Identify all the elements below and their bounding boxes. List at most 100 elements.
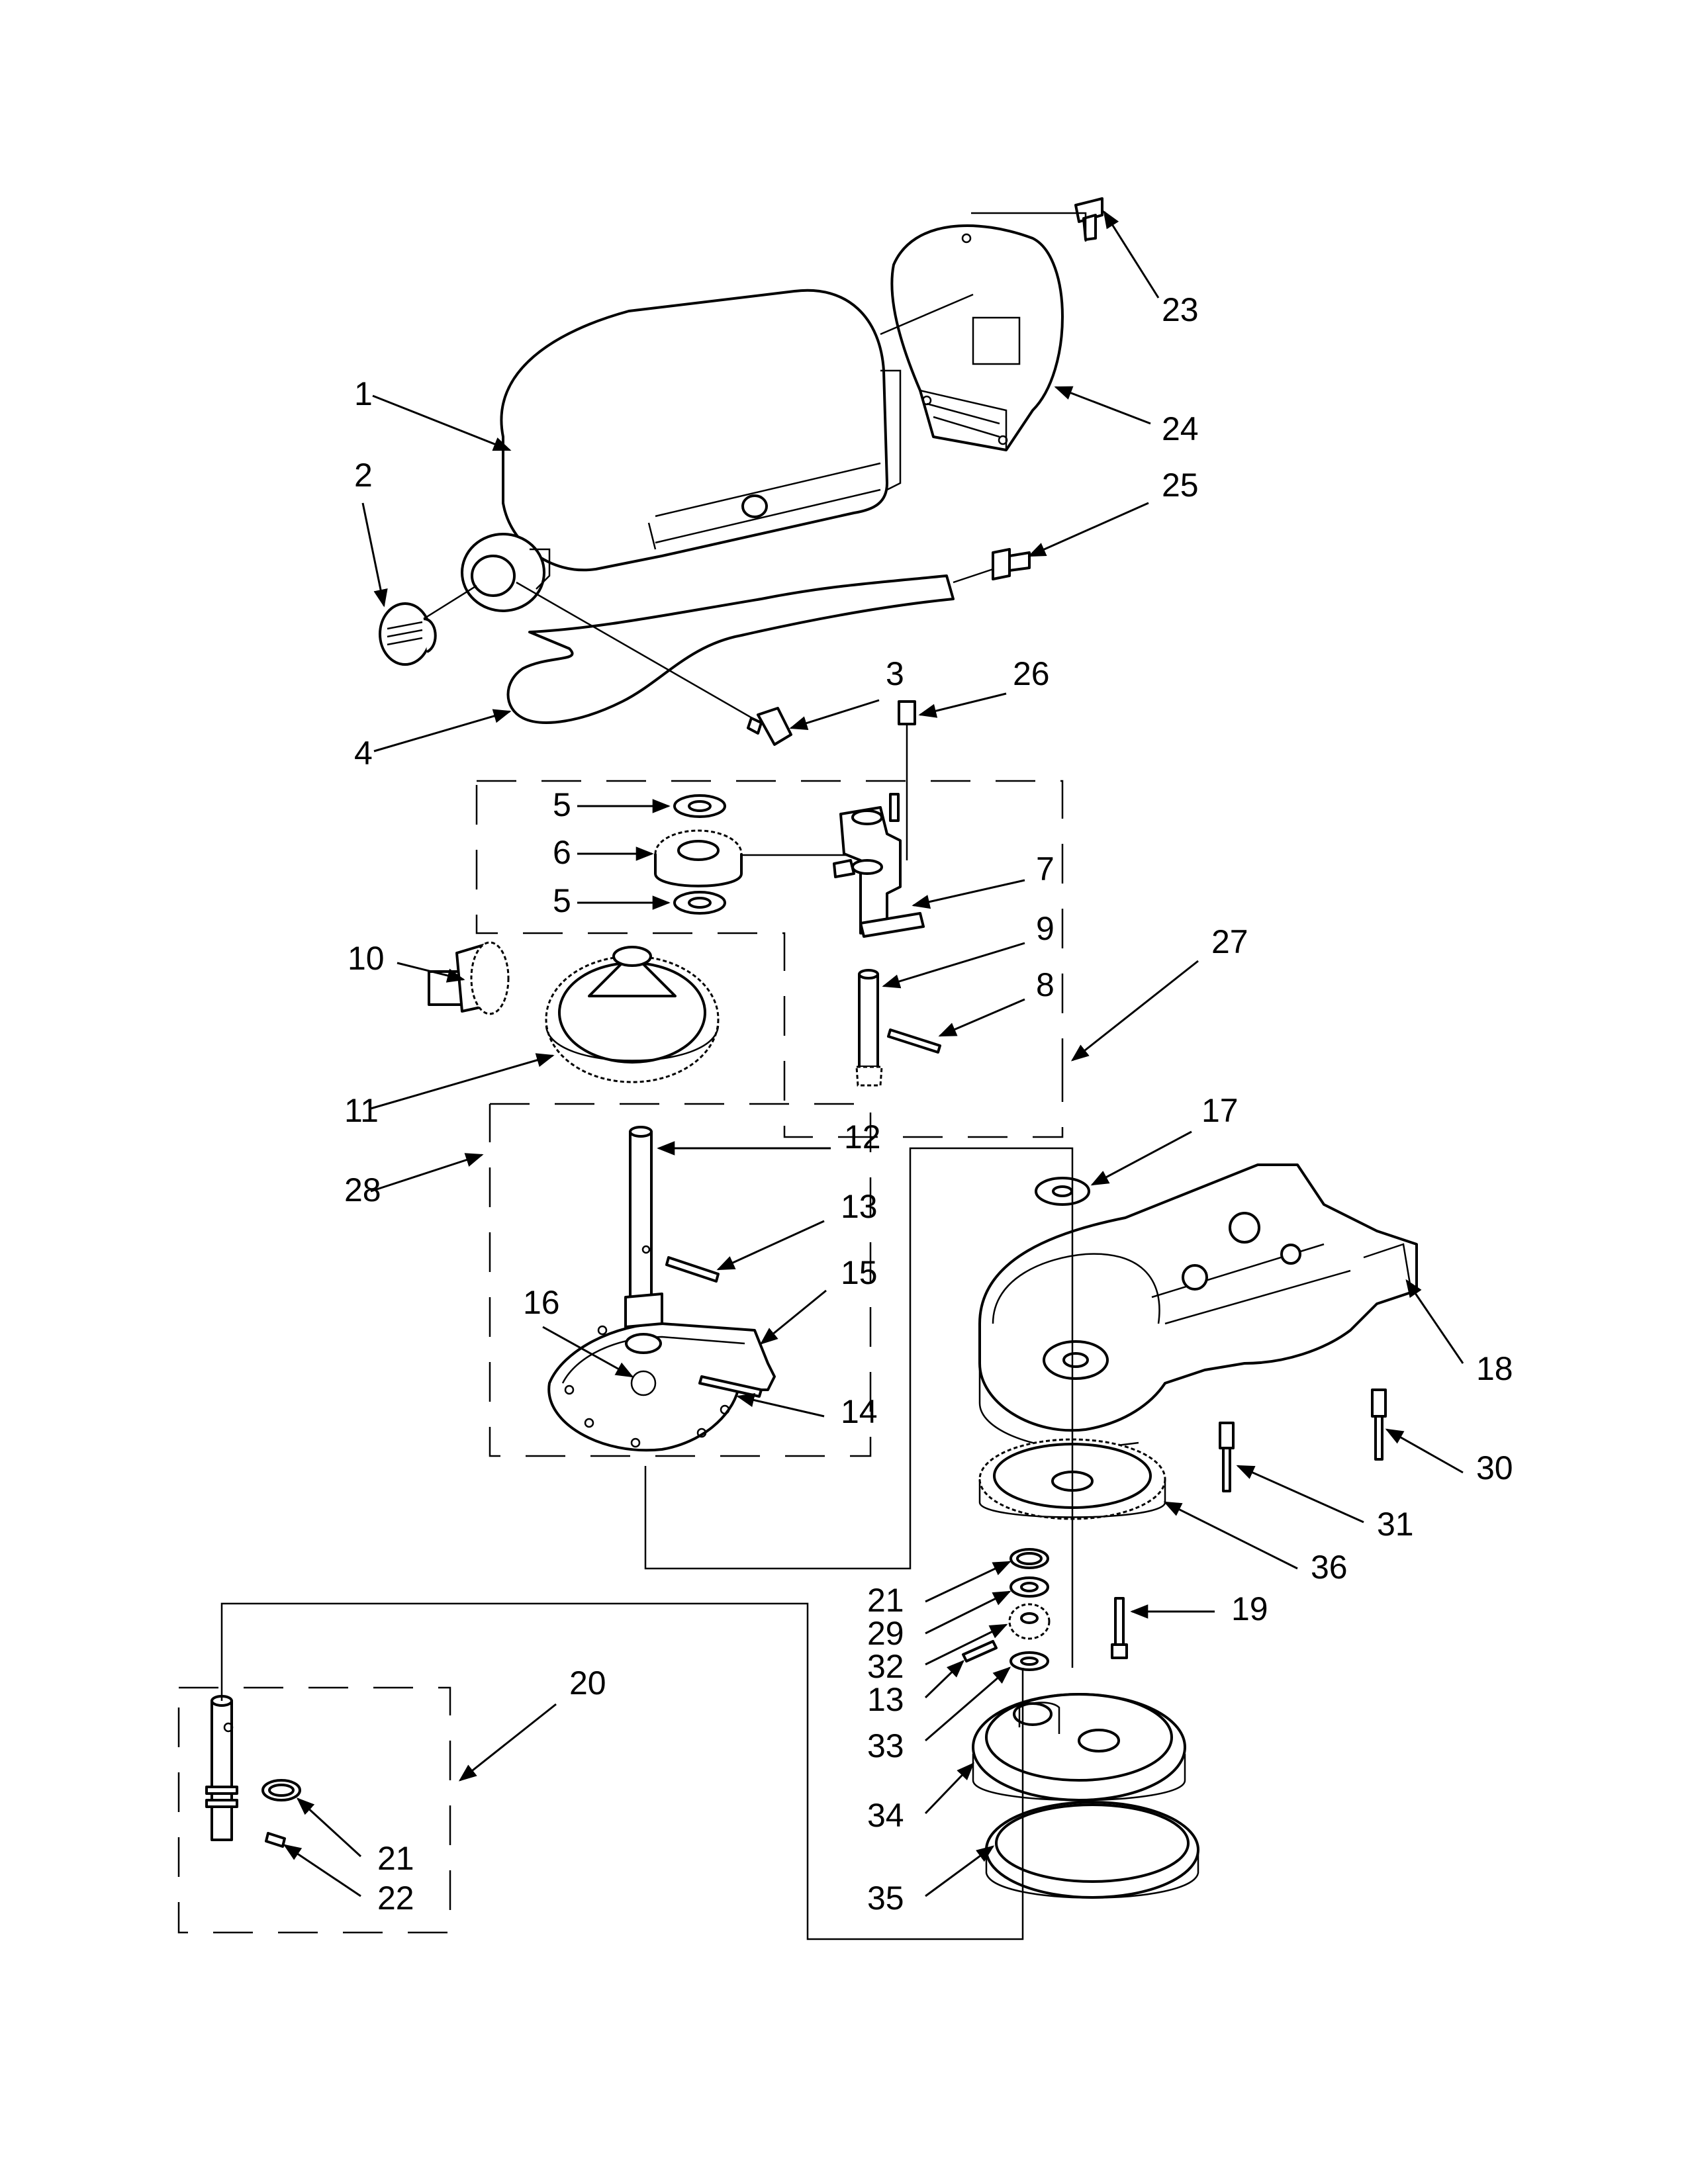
gasket-15 [547,1322,776,1452]
leader-line-part-17 [1090,1130,1192,1186]
washer-33 [1009,1651,1049,1671]
trim-ring-35 [985,1801,1199,1899]
leader-line-part-21b [297,1797,362,1858]
agitator-shaft-20 [205,1695,238,1841]
part-number-label-part-29: 29 [867,1615,904,1652]
pin-13a [665,1256,720,1283]
worm-shaft-9 [855,969,883,1087]
part-number-label-part-17: 17 [1201,1092,1239,1129]
part-number-label-part-35: 35 [867,1880,904,1917]
washer-17 [1035,1177,1090,1206]
washer-5a [673,794,726,818]
pin-13b [962,1640,998,1662]
leader-line-part-7 [912,879,1025,909]
leader-line-part-30 [1385,1428,1464,1474]
pin-8 [887,1028,941,1054]
leader-line-part-27 [1070,960,1199,1062]
leader-line-part-1 [372,394,512,451]
ring-bevel-gear-11 [545,946,720,1083]
motor-housing [500,289,902,572]
leader-line-part-21a [925,1561,1011,1603]
part-number-label-part-12: 12 [844,1118,881,1156]
part-number-label-part-7: 7 [1036,850,1055,887]
part-number-label-part-5b: 5 [553,882,571,919]
part-number-label-part-10: 10 [348,940,385,977]
leader-line-part-25 [1027,502,1149,557]
worm-gear-6 [654,829,861,887]
washer-29 [1009,1576,1049,1598]
part-number-label-part-26: 26 [1013,655,1050,692]
planetary-carrier-34 [972,1693,1186,1801]
part-number-label-part-32: 32 [867,1648,904,1685]
part-number-label-part-20: 20 [569,1664,606,1702]
part-number-label-part-31: 31 [1377,1506,1414,1543]
leader-line-part-32 [925,1623,1008,1666]
pinion-gear-32 [1008,1603,1051,1640]
part-number-label-part-9: 9 [1036,910,1055,947]
leader-line-part-16 [542,1326,634,1378]
leader-line-part-20 [458,1703,557,1782]
part-number-label-part-13a: 13 [841,1188,878,1225]
pin-14 [698,1375,763,1398]
part-number-label-part-4: 4 [354,735,373,772]
leader-line-part-26 [918,692,1007,718]
hub-cover [379,602,437,666]
part-number-label-part-30: 30 [1476,1449,1513,1486]
retaining-ring-21b [261,1779,301,1801]
part-number-label-part-36: 36 [1311,1549,1348,1586]
part-number-label-part-6: 6 [553,834,571,871]
leader-line-part-13a [716,1220,825,1271]
part-number-label-part-18: 18 [1476,1350,1513,1387]
trim-band [506,574,955,724]
leader-line-part-9 [882,942,1025,989]
part-number-label-part-5a: 5 [553,786,571,823]
band-screw [992,548,1031,580]
part-number-label-part-23: 23 [1162,291,1199,328]
pin-22 [265,1832,286,1848]
group-27-box [475,780,1064,1138]
part-number-label-part-24: 24 [1162,410,1199,447]
leader-line-part-15 [759,1289,827,1345]
bolt-19 [1111,1597,1128,1659]
part-number-label-part-8: 8 [1036,966,1055,1003]
part-number-label-part-2: 2 [354,457,373,494]
gear-housing-bracket-7 [833,793,925,938]
group-28-box [489,1103,872,1457]
leader-line-part-11 [370,1053,555,1110]
planetary-hub-housing [461,533,551,612]
washer-5b [673,891,726,915]
leader-line-part-31 [1236,1465,1364,1524]
leader-line-part-2 [361,502,388,608]
part-number-label-part-33: 33 [867,1727,904,1764]
part-number-label-part-22: 22 [377,1880,414,1917]
collar-16 [624,1293,663,1396]
leader-line-part-23 [1103,210,1160,298]
bevel-pinion-10 [428,941,510,1015]
cover-screw [1074,197,1103,241]
part-number-label-part-1: 1 [354,375,373,412]
part-number-label-part-19: 19 [1231,1590,1268,1627]
leader-line-part-18 [1405,1279,1464,1364]
leader-line-part-28 [370,1153,484,1193]
leader-line-part-29 [925,1590,1011,1635]
part-number-label-part-28: 28 [344,1171,381,1208]
rear-cover [890,224,1064,451]
part-number-label-part-16: 16 [523,1284,560,1321]
part-number-label-part-21a: 21 [867,1582,904,1619]
part-number-label-part-11: 11 [344,1092,379,1129]
part-number-label-part-25: 25 [1162,467,1199,504]
connecting-lines [220,212,1087,1940]
leader-line-part-13b [924,1660,964,1699]
part-number-label-part-34: 34 [867,1797,904,1834]
part-number-label-part-15: 15 [841,1254,878,1291]
leader-line-part-24 [1054,386,1151,425]
leader-line-part-10 [397,962,465,983]
leader-line-part-34 [924,1762,974,1815]
leader-line-part-22 [283,1844,361,1897]
group-20-box [177,1686,451,1934]
part-number-label-part-21b: 21 [377,1840,414,1877]
part-number-label-part-3: 3 [886,655,904,692]
set-screw-26 [898,700,916,860]
